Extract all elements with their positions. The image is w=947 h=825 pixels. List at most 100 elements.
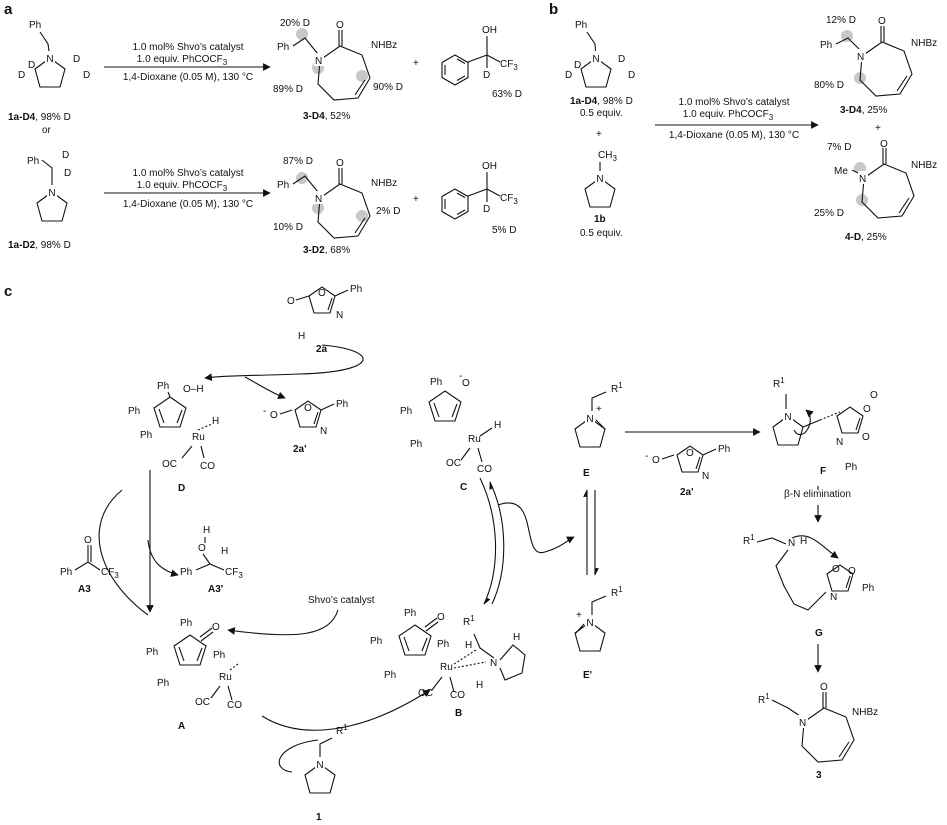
svg-text:D: D <box>483 70 490 81</box>
conditions-a-bottom: 1.0 mol% Shvo’s catalyst 1.0 equiv. PhCO… <box>104 168 271 210</box>
svg-text:Ph: Ph <box>140 430 152 441</box>
svg-text:E': E' <box>583 670 592 681</box>
svg-text:3-D4, 52%: 3-D4, 52% <box>303 111 350 122</box>
svg-text:D: D <box>178 483 185 494</box>
panel-label-c: c <box>4 283 12 300</box>
svg-text:H: H <box>221 546 228 557</box>
svg-text:O: O <box>832 564 840 575</box>
svg-text:20% D: 20% D <box>280 18 310 29</box>
product-4-D: 7% D Me N O NHBz 25% D 4-D, 25% <box>814 139 937 243</box>
svg-text:Ph: Ph <box>400 406 412 417</box>
svg-text:1a-D4, 98% D: 1a-D4, 98% D <box>570 96 633 107</box>
compound-1b: CH3 1b 0.5 equiv. <box>580 150 623 239</box>
svg-text:-: - <box>263 406 266 417</box>
svg-text:O: O <box>212 622 220 633</box>
alcohol-a2: OH CF3 D 5% D <box>441 161 518 236</box>
svg-text:D: D <box>565 70 572 81</box>
svg-text:Me: Me <box>834 166 848 177</box>
iminium-E: R1 + E <box>574 381 623 479</box>
svg-text:NHBz: NHBz <box>371 40 397 51</box>
svg-text:Ph: Ph <box>430 377 442 388</box>
svg-text:-: - <box>645 451 648 462</box>
svg-text:N: N <box>836 437 843 448</box>
svg-text:CO: CO <box>450 690 465 701</box>
svg-text:D: D <box>18 70 25 81</box>
intermediate-G: R1 N H O O N Ph G <box>743 533 874 639</box>
svg-text:O: O <box>304 403 312 414</box>
beta-n-elimination-label: β-N elimination <box>784 489 851 500</box>
svg-text:O: O <box>336 158 344 169</box>
svg-text:1a-D2, 98% D: 1a-D2, 98% D <box>8 240 71 251</box>
svg-text:F: F <box>820 466 826 477</box>
svg-text:87% D: 87% D <box>283 156 313 167</box>
svg-text:CF3: CF3 <box>101 567 119 580</box>
complex-C: Ph O - Ph Ph Ru H OC CO C <box>400 371 501 493</box>
svg-text:N: N <box>315 194 322 205</box>
svg-text:Ph: Ph <box>277 180 289 191</box>
svg-text:Ph: Ph <box>29 20 41 31</box>
plus-b2: + <box>875 123 881 134</box>
svg-text:Ph: Ph <box>404 608 416 619</box>
svg-text:A3': A3' <box>208 584 223 595</box>
svg-text:Ph: Ph <box>410 439 422 450</box>
svg-text:+: + <box>576 610 582 621</box>
conditions-a-top: 1.0 mol% Shvo’s catalyst 1.0 equiv. PhCO… <box>104 42 271 83</box>
svg-text:12% D: 12% D <box>826 15 856 26</box>
svg-text:Ru: Ru <box>219 672 232 683</box>
svg-text:D: D <box>28 60 35 71</box>
svg-text:1,4-Dioxane (0.05 M), 130 °C: 1,4-Dioxane (0.05 M), 130 °C <box>669 130 799 141</box>
svg-text:D: D <box>574 60 581 71</box>
svg-text:Ru: Ru <box>192 432 205 443</box>
compound-2a: O O N Ph H 2a <box>287 284 362 355</box>
product-3: R1 N O NHBz 3 <box>758 682 878 781</box>
svg-text:OC: OC <box>195 697 210 708</box>
anion-2a-prime-b: - O O N Ph 2a' <box>645 444 730 498</box>
svg-text:Ph: Ph <box>128 406 140 417</box>
svg-text:0.5 equiv.: 0.5 equiv. <box>580 228 623 239</box>
shvo-catalyst-label: Shvo’s catalyst <box>227 595 375 636</box>
svg-text:CO: CO <box>477 464 492 475</box>
svg-text:R1: R1 <box>336 723 348 737</box>
svg-text:10% D: 10% D <box>273 222 303 233</box>
svg-text:O: O <box>863 404 871 415</box>
svg-text:R1: R1 <box>463 614 475 628</box>
svg-text:90% D: 90% D <box>373 82 403 93</box>
panel-label-a: a <box>4 1 13 18</box>
svg-text:H: H <box>494 420 501 431</box>
complex-B: Ph O Ph Ph Ph Ru R1 H N H H OC CO B <box>370 608 526 719</box>
svg-text:O: O <box>878 16 886 27</box>
svg-text:D: D <box>62 150 69 161</box>
plus-b1: + <box>596 129 602 140</box>
svg-text:0.5 equiv.: 0.5 equiv. <box>580 108 623 119</box>
svg-text:H: H <box>800 536 807 547</box>
svg-text:1: 1 <box>316 812 322 823</box>
svg-text:Ph: Ph <box>336 399 348 410</box>
svg-text:N: N <box>799 718 806 729</box>
svg-text:O: O <box>862 432 870 443</box>
svg-text:H: H <box>476 680 483 691</box>
conditions-b: 1.0 mol% Shvo’s catalyst 1.0 equiv. PhCO… <box>655 97 819 141</box>
svg-text:1,4-Dioxane (0.05 M), 130 °C: 1,4-Dioxane (0.05 M), 130 °C <box>123 199 253 210</box>
svg-text:Ph: Ph <box>60 567 72 578</box>
svg-text:-: - <box>459 371 462 382</box>
svg-text:7% D: 7% D <box>827 142 851 153</box>
svg-text:1.0 equiv. PhCOCF3: 1.0 equiv. PhCOCF3 <box>683 109 774 122</box>
svg-text:OH: OH <box>482 25 497 36</box>
svg-text:NHBz: NHBz <box>911 160 937 171</box>
complex-A: Ph O Ph Ph Ph Ru OC CO A <box>146 618 242 732</box>
svg-text:Ph: Ph <box>146 647 158 658</box>
complex-D: Ph O–H Ph Ph Ru H OC CO D <box>128 381 219 494</box>
svg-text:2a: 2a <box>316 344 328 355</box>
svg-text:Shvo’s catalyst: Shvo’s catalyst <box>308 595 375 606</box>
svg-text:OC: OC <box>446 458 461 469</box>
svg-text:3-D2, 68%: 3-D2, 68% <box>303 245 350 256</box>
svg-text:N: N <box>320 426 327 437</box>
svg-text:A3: A3 <box>78 584 91 595</box>
svg-text:3: 3 <box>816 770 822 781</box>
svg-text:G: G <box>815 628 823 639</box>
svg-text:H: H <box>212 416 219 427</box>
iminium-E-prime: R1 + E' <box>574 585 623 681</box>
svg-text:1,4-Dioxane (0.05 M), 130 °C: 1,4-Dioxane (0.05 M), 130 °C <box>123 72 253 83</box>
svg-text:N: N <box>490 658 497 669</box>
svg-text:N: N <box>788 538 795 549</box>
